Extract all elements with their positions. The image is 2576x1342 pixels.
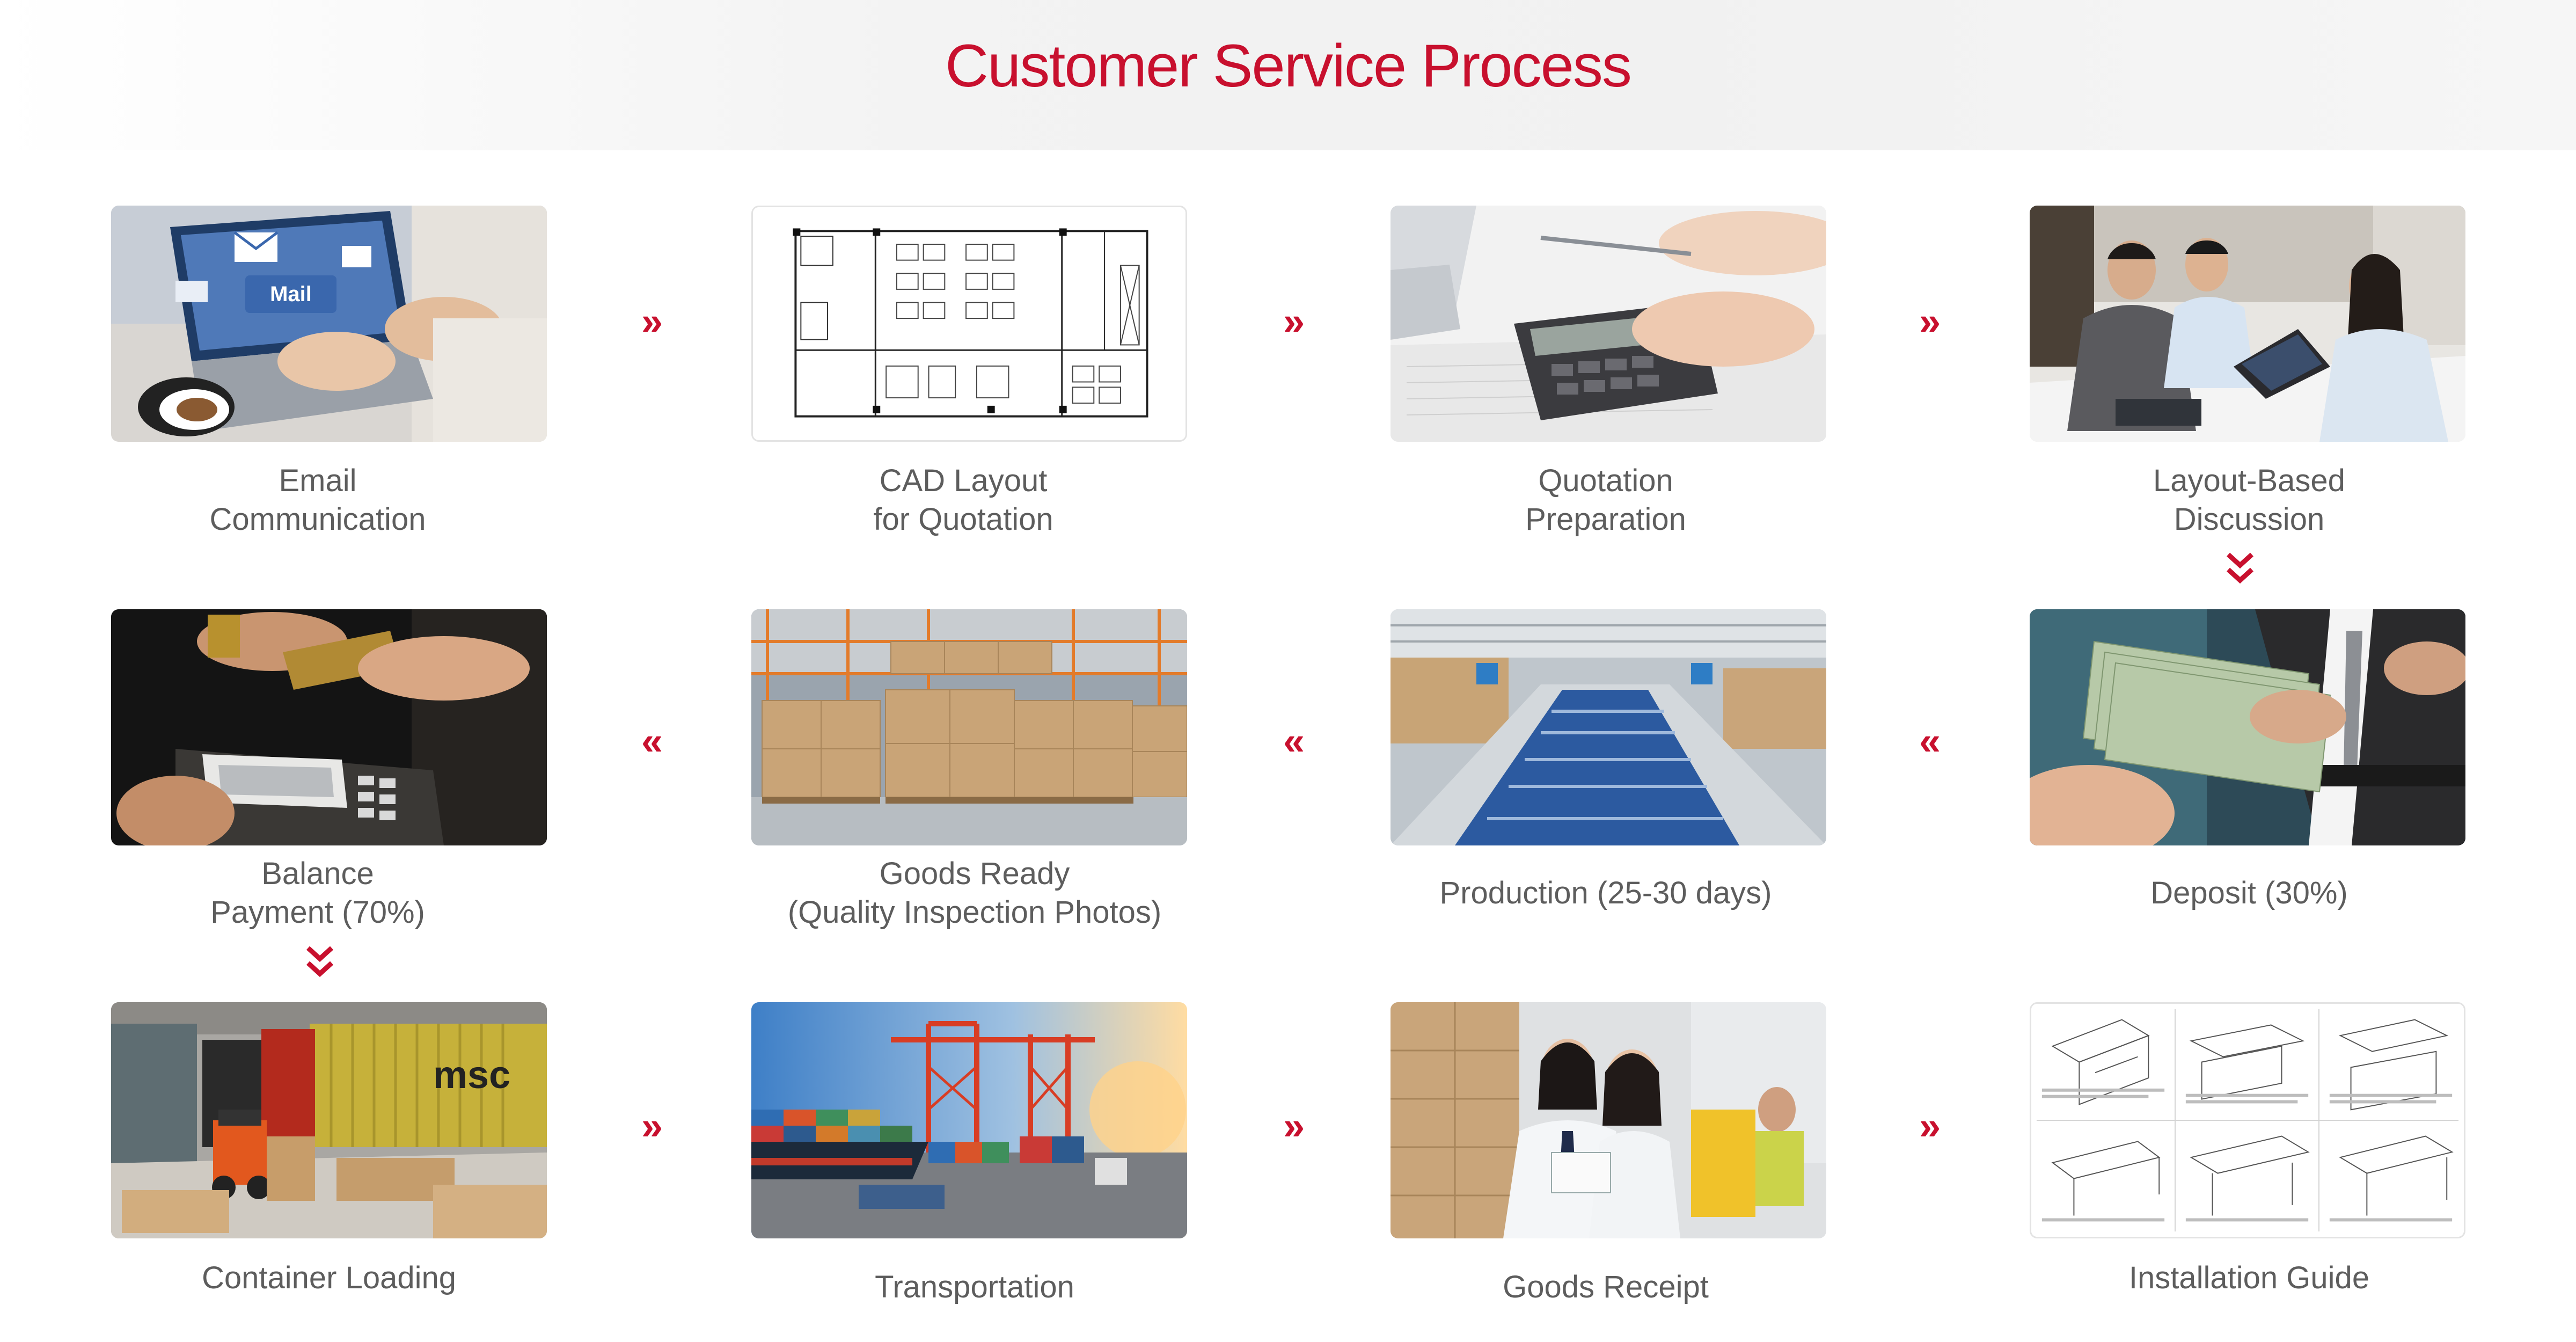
step-label-cad-layout: CAD Layout for Quotation bbox=[873, 463, 1053, 537]
flow-arrow-left-icon: « bbox=[1283, 720, 1305, 763]
step-label-balance-payment: Balance Payment (70%) bbox=[210, 856, 425, 930]
flow-arrow-right-icon: » bbox=[1283, 300, 1305, 343]
flow-arrow-right-icon: » bbox=[1283, 1105, 1305, 1148]
installation-guide-image bbox=[2030, 1002, 2465, 1238]
goods-receipt-image bbox=[1391, 1002, 1826, 1238]
flow-arrow-right-icon: » bbox=[1919, 1105, 1941, 1148]
step-label-container-loading: Container Loading bbox=[201, 1260, 457, 1295]
transportation-image bbox=[751, 1002, 1187, 1238]
flow-arrow-right-icon: » bbox=[641, 1105, 663, 1148]
flow-arrow-right-icon: » bbox=[641, 300, 663, 343]
step-label-deposit: Deposit (30%) bbox=[2150, 876, 2348, 910]
header-band bbox=[0, 0, 2576, 150]
production-image bbox=[1391, 609, 1826, 845]
deposit-image bbox=[2030, 609, 2465, 845]
container-loading-image: msc bbox=[111, 1002, 547, 1238]
svg-text:msc: msc bbox=[433, 1054, 510, 1097]
step-label-goods-receipt: Goods Receipt bbox=[1503, 1270, 1709, 1304]
step-label-layout-discussion: Layout-Based Discussion bbox=[2153, 463, 2345, 537]
layout-discussion-image bbox=[2030, 206, 2465, 442]
page-title: Customer Service Process bbox=[945, 32, 1632, 99]
balance-payment-image bbox=[111, 609, 547, 845]
flow-arrow-down-icon bbox=[288, 944, 352, 984]
svg-text:Mail: Mail bbox=[270, 282, 312, 306]
flow-arrow-right-icon: » bbox=[1919, 300, 1941, 343]
step-label-quotation-preparation: Quotation Preparation bbox=[1525, 463, 1686, 537]
cad-layout-image bbox=[751, 206, 1187, 442]
flow-arrow-left-icon: « bbox=[1919, 720, 1941, 763]
step-label-installation-guide: Installation Guide bbox=[2128, 1260, 2370, 1295]
step-label-email-communication: Email Communication bbox=[209, 463, 426, 537]
step-label-transportation: Transportation bbox=[875, 1270, 1074, 1304]
flow-arrow-left-icon: « bbox=[641, 720, 663, 763]
step-label-production: Production (25-30 days) bbox=[1439, 876, 1772, 910]
flow-arrow-down-icon bbox=[2208, 550, 2272, 590]
step-label-goods-ready: Goods Ready (Quality Inspection Photos) bbox=[787, 856, 1162, 930]
quotation-preparation-image bbox=[1391, 206, 1826, 442]
email-communication-image: Mail bbox=[111, 206, 547, 442]
goods-ready-image bbox=[751, 609, 1187, 845]
